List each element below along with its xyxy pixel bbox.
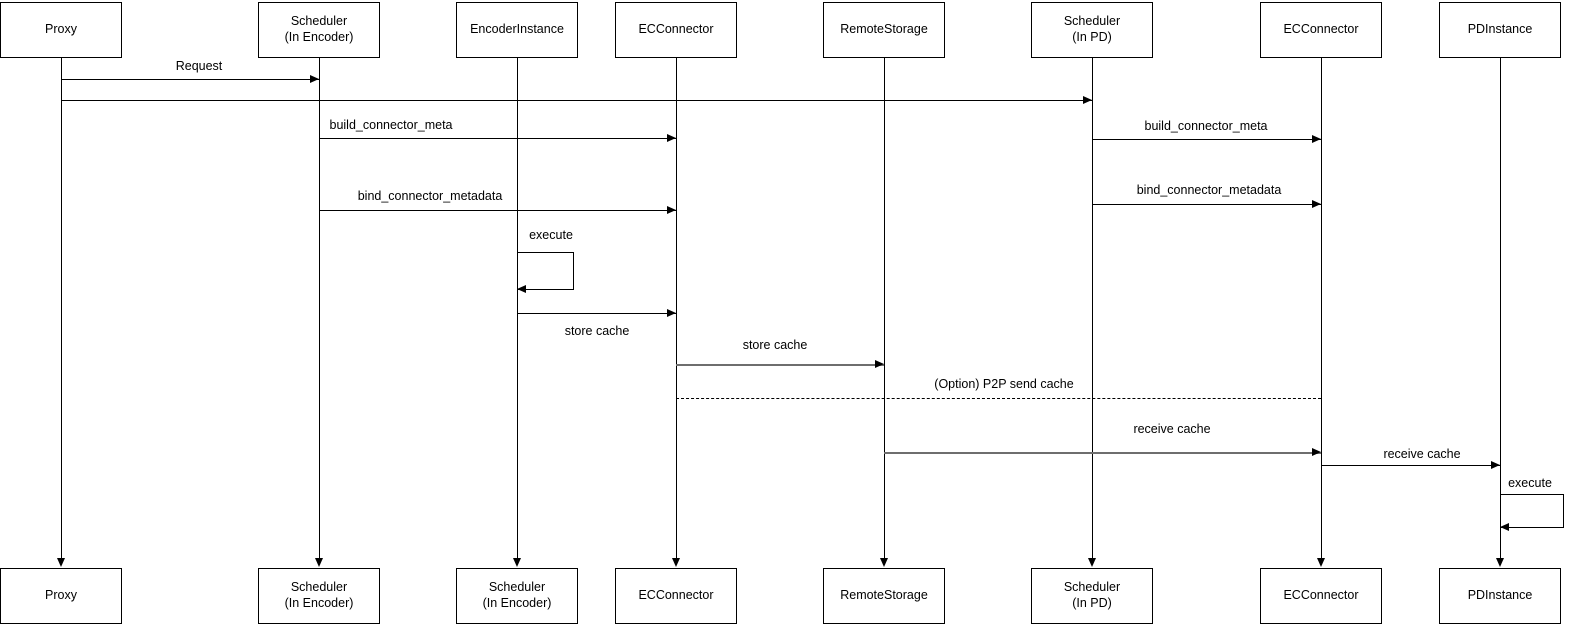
message-line-m9	[676, 398, 1321, 399]
lifeline-end-arrow-ec_connector_2	[1317, 558, 1325, 567]
message-line-m2	[61, 100, 1092, 101]
participant-box-bottom-scheduler_pd[interactable]: Scheduler (In PD)	[1031, 568, 1153, 624]
participant-box-top-scheduler_pd[interactable]: Scheduler (In PD)	[1031, 2, 1153, 58]
self-message-loop-s2	[1500, 494, 1564, 528]
lifeline-end-arrow-proxy	[57, 558, 65, 567]
message-arrowhead-m2	[1083, 96, 1092, 104]
lifeline-pd_instance	[1500, 58, 1501, 558]
message-label-m7: store cache	[564, 324, 630, 338]
message-label-m9: (Option) P2P send cache	[934, 377, 1074, 391]
participant-box-bottom-pd_instance[interactable]: PDInstance	[1439, 568, 1561, 624]
participant-box-bottom-remote_storage[interactable]: RemoteStorage	[823, 568, 945, 624]
lifeline-end-arrow-ec_connector_1	[672, 558, 680, 567]
participant-box-bottom-ec_connector_2[interactable]: ECConnector	[1260, 568, 1382, 624]
participant-box-top-pd_instance[interactable]: PDInstance	[1439, 2, 1561, 58]
lifeline-end-arrow-pd_instance	[1496, 558, 1504, 567]
participant-box-top-encoder_inst[interactable]: EncoderInstance	[456, 2, 578, 58]
self-message-arrowhead-s1	[517, 285, 526, 293]
message-label-m8: store cache	[742, 338, 808, 352]
participant-box-top-ec_connector_1[interactable]: ECConnector	[615, 2, 737, 58]
lifeline-end-arrow-encoder_inst	[513, 558, 521, 567]
message-line-m6	[1092, 204, 1321, 205]
lifeline-scheduler_enc	[319, 58, 320, 558]
participant-box-top-remote_storage[interactable]: RemoteStorage	[823, 2, 945, 58]
participant-box-top-ec_connector_2[interactable]: ECConnector	[1260, 2, 1382, 58]
message-label-m6: bind_connector_metadata	[1136, 183, 1282, 197]
message-line-m10	[884, 452, 1321, 454]
lifeline-ec_connector_2	[1321, 58, 1322, 558]
message-label-m5: bind_connector_metadata	[357, 189, 503, 203]
self-message-arrowhead-s2	[1500, 523, 1509, 531]
lifeline-end-arrow-remote_storage	[880, 558, 888, 567]
lifeline-proxy	[61, 58, 62, 558]
message-arrowhead-m6	[1312, 200, 1321, 208]
message-arrowhead-m4	[1312, 135, 1321, 143]
lifeline-end-arrow-scheduler_pd	[1088, 558, 1096, 567]
message-line-m8	[676, 364, 884, 366]
lifeline-end-arrow-scheduler_enc	[315, 558, 323, 567]
message-arrowhead-m1	[310, 75, 319, 83]
lifeline-encoder_inst	[517, 58, 518, 558]
message-label-m1: Request	[175, 59, 223, 73]
participant-box-bottom-proxy[interactable]: Proxy	[0, 568, 122, 624]
message-line-m1	[61, 79, 319, 80]
message-label-m10: receive cache	[1133, 422, 1211, 436]
message-line-m7	[517, 313, 676, 314]
message-label-m4: build_connector_meta	[1144, 119, 1268, 133]
message-label-m11: receive cache	[1383, 447, 1461, 461]
self-message-loop-s1	[517, 252, 574, 290]
participant-box-top-scheduler_enc[interactable]: Scheduler (In Encoder)	[258, 2, 380, 58]
message-arrowhead-m8	[875, 360, 884, 368]
participant-box-top-proxy[interactable]: Proxy	[0, 2, 122, 58]
message-line-m4	[1092, 139, 1321, 140]
message-line-m5	[319, 210, 676, 211]
self-message-label-s1: execute	[529, 228, 573, 242]
message-arrowhead-m5	[667, 206, 676, 214]
participant-box-bottom-encoder_inst[interactable]: Scheduler (In Encoder)	[456, 568, 578, 624]
message-line-m11	[1321, 465, 1500, 466]
message-line-m3	[319, 138, 676, 139]
participant-box-bottom-ec_connector_1[interactable]: ECConnector	[615, 568, 737, 624]
message-arrowhead-m3	[667, 134, 676, 142]
message-label-m3: build_connector_meta	[329, 118, 453, 132]
lifeline-scheduler_pd	[1092, 58, 1093, 558]
message-arrowhead-m7	[667, 309, 676, 317]
lifeline-ec_connector_1	[676, 58, 677, 558]
message-arrowhead-m10	[1312, 448, 1321, 456]
participant-box-bottom-scheduler_enc[interactable]: Scheduler (In Encoder)	[258, 568, 380, 624]
lifeline-remote_storage	[884, 58, 885, 558]
self-message-label-s2: execute	[1508, 476, 1552, 490]
message-arrowhead-m11	[1491, 461, 1500, 469]
